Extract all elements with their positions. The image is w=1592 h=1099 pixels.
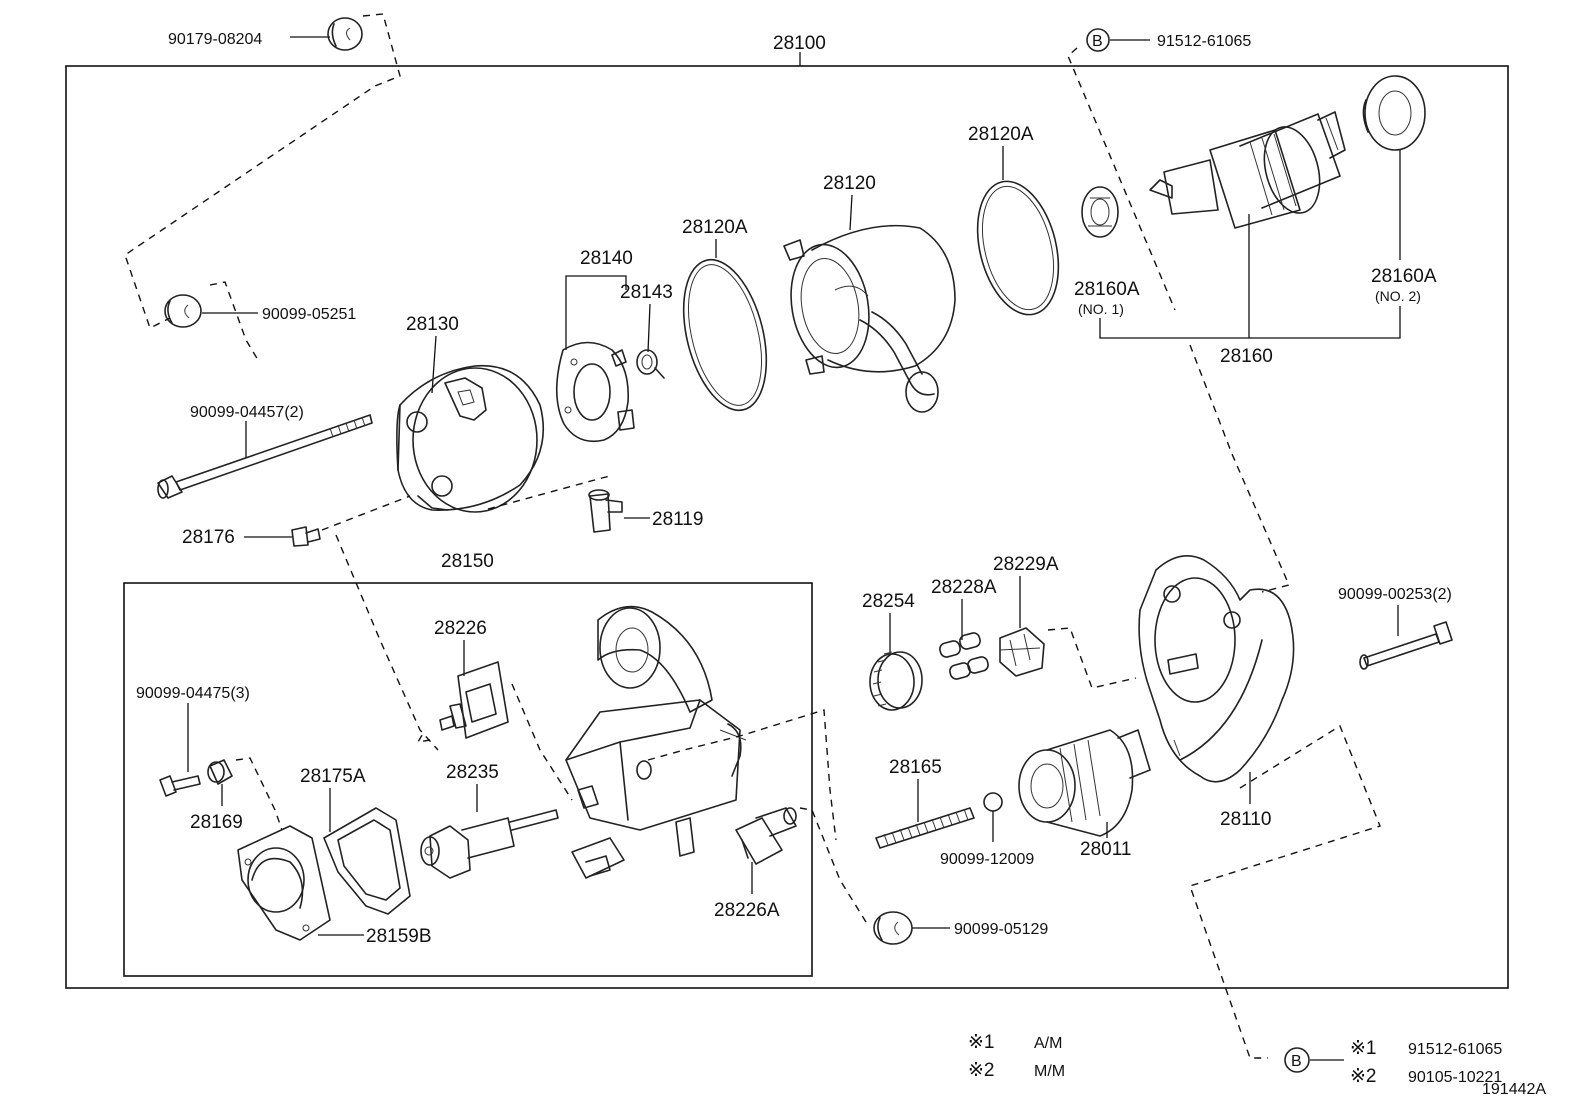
clutch-pinion-28011 (1018, 729, 1151, 837)
bearing-28160A-no1 (1081, 186, 1119, 238)
label-90099-04457[interactable]: 90099-04457(2) (190, 404, 304, 421)
ref-b-line1-mark: ※1 (1350, 1038, 1377, 1059)
label-28165[interactable]: 28165 (889, 757, 942, 778)
label-90099-04475[interactable]: 90099-04475(3) (136, 685, 250, 702)
note-1-text[interactable]: A/M (1034, 1035, 1062, 1052)
label-28120A-right[interactable]: 28120A (968, 124, 1034, 145)
bolt-90099-00253 (1359, 621, 1453, 670)
label-28226[interactable]: 28226 (434, 618, 487, 639)
reference-marker-b-bottom: B (1284, 1047, 1310, 1073)
yoke-assembly-28120 (783, 224, 956, 413)
label-91512-61065-top[interactable]: 91512-61065 (1157, 33, 1251, 50)
label-90099-05129[interactable]: 90099-05129 (954, 921, 1048, 938)
o-ring-28120A-right (976, 180, 1060, 316)
rollers-28228A (939, 632, 989, 680)
label-28119[interactable]: 28119 (652, 509, 703, 530)
label-90099-05251[interactable]: 90099-05251 (262, 306, 356, 323)
diagram-id: 191442A (1482, 1081, 1546, 1098)
plunger-28235 (420, 809, 559, 879)
commutator-end-frame-28130 (396, 364, 545, 513)
label-90099-00253[interactable]: 90099-00253(2) (1338, 586, 1452, 603)
gasket-28175A (323, 807, 411, 915)
ref-b-line2-part[interactable]: 90105-10221 (1408, 1069, 1502, 1086)
label-28120[interactable]: 28120 (823, 173, 876, 194)
label-28175A[interactable]: 28175A (300, 766, 366, 787)
assembly-frame-28100 (65, 65, 1509, 989)
note-1-mark: ※1 (968, 1032, 995, 1053)
bearing-28160A-no2 (1362, 75, 1426, 151)
nut-90099-05129 (873, 911, 913, 945)
end-cover-28159B (237, 825, 331, 941)
starter-housing-28150 (565, 605, 747, 879)
cap-28169 (207, 759, 233, 785)
label-28254[interactable]: 28254 (862, 591, 915, 612)
label-28160[interactable]: 28160 (1220, 346, 1273, 367)
screw-90099-04475 (159, 775, 201, 797)
label-28226A[interactable]: 28226A (714, 900, 780, 921)
o-ring-28120A-left (682, 258, 768, 412)
contact-plate-28226 (439, 661, 509, 739)
nut-90099-05251 (164, 294, 202, 328)
housing-28110 (1138, 554, 1295, 783)
terminal-bolt-28119 (588, 489, 623, 533)
magnetic-switch-28226A (735, 807, 797, 865)
label-28130[interactable]: 28130 (406, 314, 459, 335)
label-90099-12009[interactable]: 90099-12009 (940, 851, 1034, 868)
screw-28176 (291, 526, 321, 547)
gear-28254 (869, 651, 923, 711)
nut-90179-08204 (327, 17, 363, 51)
note-2-text[interactable]: M/M (1034, 1063, 1065, 1080)
label-28169[interactable]: 28169 (190, 812, 243, 833)
label-28160A-no1-sub[interactable]: (NO. 1) (1078, 301, 1124, 317)
label-28235[interactable]: 28235 (446, 762, 499, 783)
ball-90099-12009 (983, 792, 1003, 812)
ref-b-line2-mark: ※2 (1350, 1066, 1377, 1087)
retainer-28229A (999, 627, 1045, 677)
subassembly-frame-28150 (123, 582, 813, 977)
spring-28165 (875, 807, 975, 849)
label-28120A-left[interactable]: 28120A (682, 217, 748, 238)
label-90179-08204[interactable]: 90179-08204 (168, 31, 262, 48)
label-28110[interactable]: 28110 (1220, 809, 1271, 830)
svg-text:B: B (1291, 1053, 1302, 1070)
label-28160A-no1[interactable]: 28160A (1074, 279, 1140, 300)
ref-b-line1-part[interactable]: 91512-61065 (1408, 1041, 1502, 1058)
label-28160A-no2[interactable]: 28160A (1371, 266, 1437, 287)
label-28100[interactable]: 28100 (773, 33, 826, 54)
note-2-mark: ※2 (968, 1060, 995, 1081)
brush-holder-28140 (555, 341, 635, 443)
label-28150[interactable]: 28150 (441, 551, 494, 572)
label-28159B[interactable]: 28159B (366, 926, 432, 947)
label-28160A-no2-sub[interactable]: (NO. 2) (1375, 288, 1421, 304)
label-28140[interactable]: 28140 (580, 248, 633, 269)
label-28176[interactable]: 28176 (182, 527, 235, 548)
armature-28160 (1149, 111, 1346, 229)
through-bolt-90099-04457 (157, 414, 373, 499)
reference-marker-b-top: B (1086, 28, 1110, 52)
brush-spring-28143 (636, 349, 665, 379)
label-28228A[interactable]: 28228A (931, 577, 997, 598)
label-28229A[interactable]: 28229A (993, 554, 1059, 575)
svg-text:B: B (1092, 33, 1103, 50)
label-28011[interactable]: 28011 (1080, 839, 1131, 860)
label-28143[interactable]: 28143 (620, 282, 673, 303)
